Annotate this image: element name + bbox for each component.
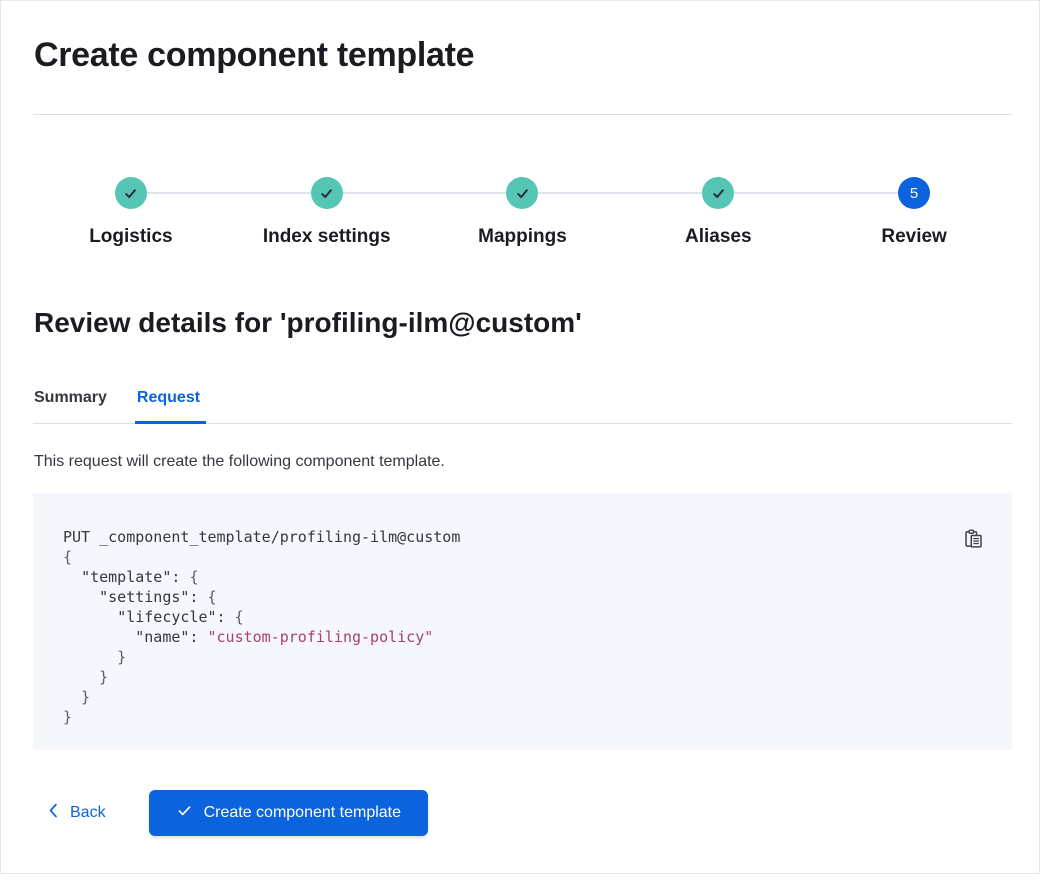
chevron-left-icon [46, 802, 61, 824]
step-aliases[interactable]: Aliases [620, 177, 816, 248]
copy-to-clipboard-button[interactable] [962, 529, 984, 551]
copy-clipboard-icon [963, 528, 984, 552]
step-complete-check-icon [310, 177, 343, 209]
step-current-number-badge: 5 [898, 177, 931, 209]
step-complete-check-icon [114, 177, 147, 209]
code-line: PUT _component_template/profiling-ilm@cu… [63, 528, 461, 546]
code-line: "lifecycle": { [117, 608, 244, 626]
check-icon [176, 802, 193, 824]
code-line: "settings": { [99, 588, 217, 606]
code-line: { [63, 548, 73, 566]
tab-request[interactable]: Request [134, 386, 207, 424]
step-mappings[interactable]: Mappings [424, 177, 621, 248]
back-button-label: Back [70, 804, 106, 821]
create-button-label: Create component template [203, 804, 402, 821]
code-line: } [63, 708, 73, 726]
create-component-template-button[interactable]: Create component template [148, 790, 429, 836]
step-label: Index settings [262, 226, 391, 247]
step-label: Logistics [89, 226, 173, 247]
step-index-settings[interactable]: Index settings [228, 177, 425, 248]
wizard-footer: Back Create component template [33, 790, 1012, 836]
step-complete-check-icon [702, 177, 735, 209]
request-description: This request will create the following c… [34, 453, 445, 470]
code-line: } [63, 648, 127, 666]
request-code-block: PUT _component_template/profiling-ilm@cu… [33, 493, 1012, 750]
review-heading: Review details for 'profiling-ilm@custom… [34, 307, 582, 338]
step-label: Review [881, 226, 947, 247]
request-code: PUT _component_template/profiling-ilm@cu… [63, 527, 985, 727]
step-complete-check-icon [506, 177, 539, 209]
tab-summary[interactable]: Summary [34, 389, 107, 406]
step-logistics[interactable]: Logistics [33, 177, 229, 248]
title-divider [33, 114, 1012, 115]
page-title: Create component template [34, 36, 475, 74]
code-line: "template": { [81, 568, 199, 586]
code-line: "name": "custom-profiling-policy" [135, 628, 434, 646]
code-line: } [63, 668, 109, 686]
step-label: Mappings [478, 226, 567, 247]
back-button[interactable]: Back [46, 802, 106, 824]
review-tabs: Summary Request [33, 386, 1012, 424]
code-line: } [63, 688, 91, 706]
step-label: Aliases [685, 226, 752, 247]
